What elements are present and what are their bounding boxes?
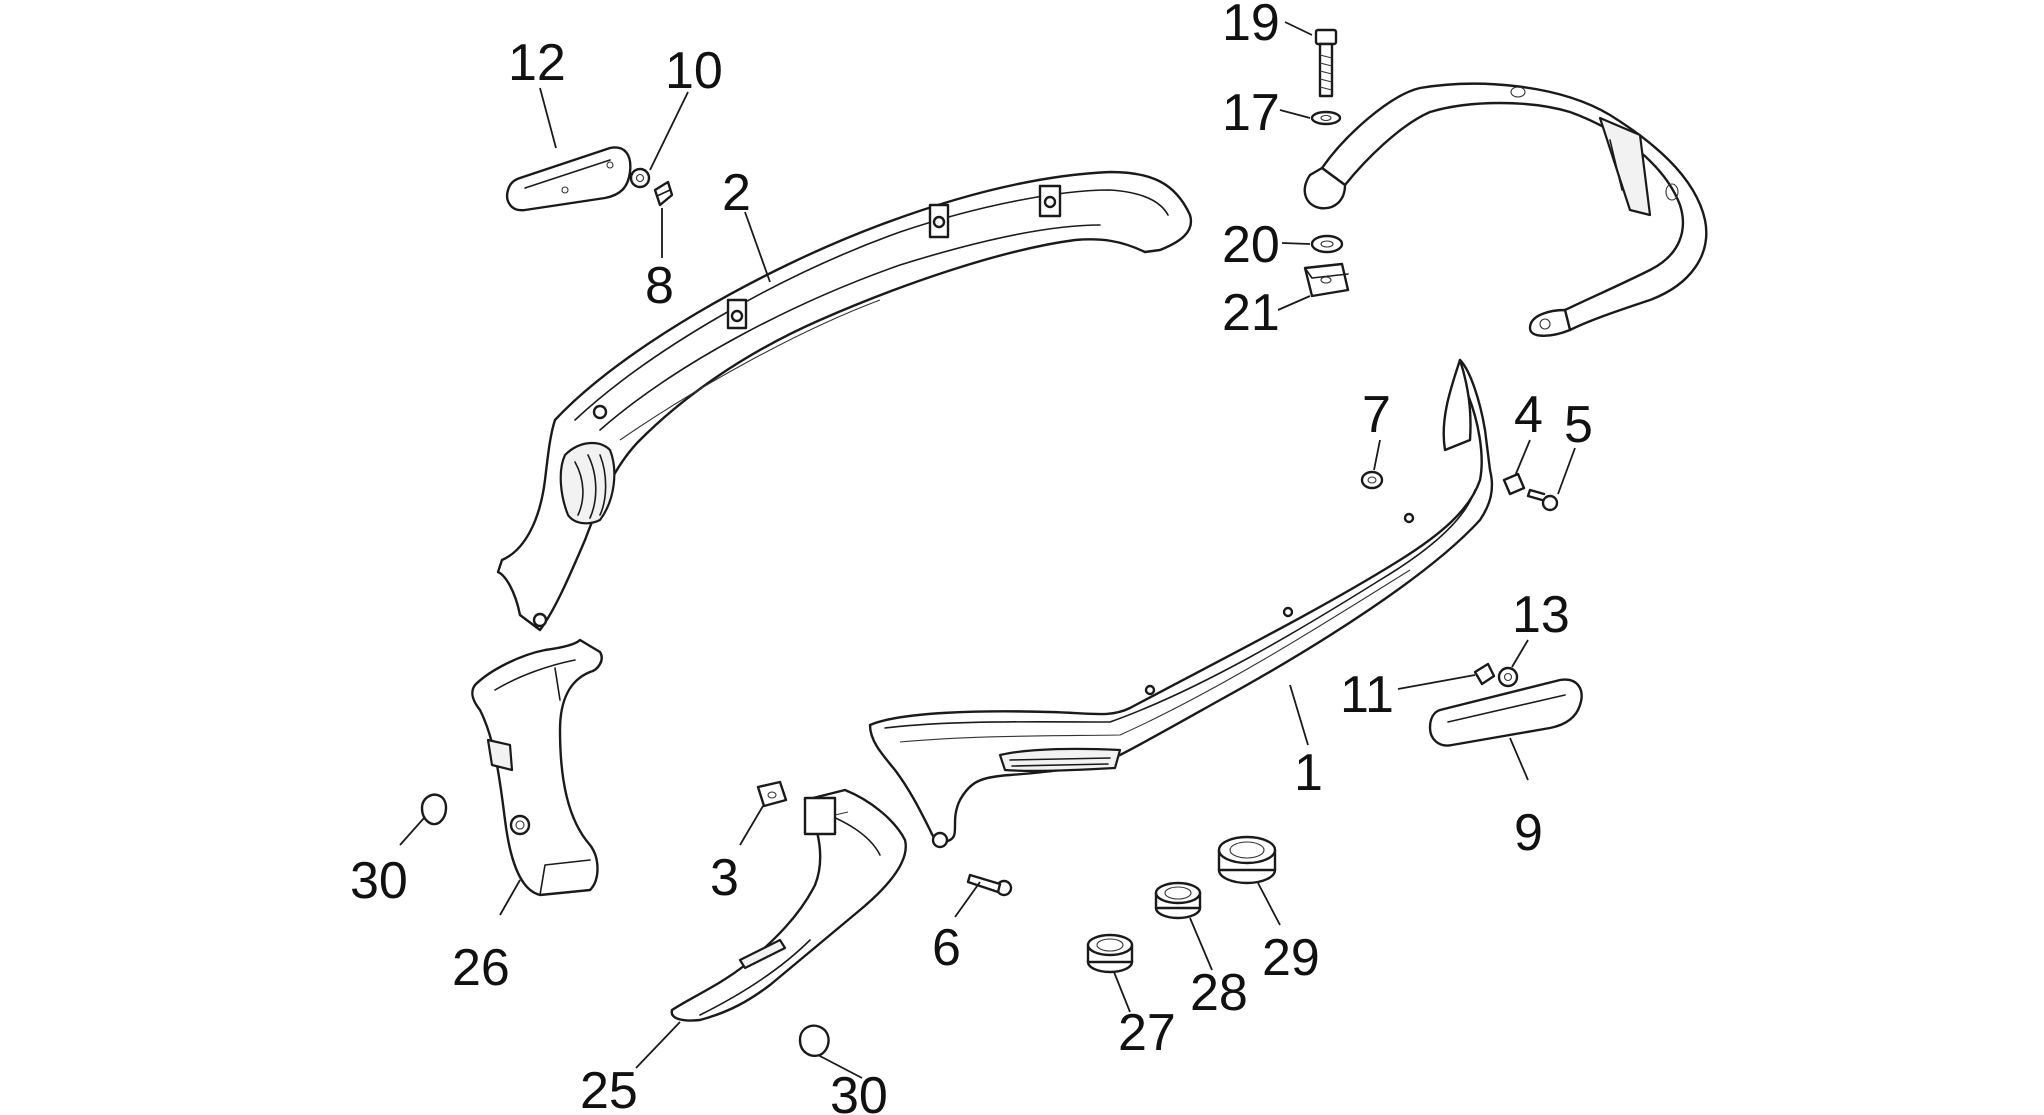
callout-19: 19 — [1222, 0, 1280, 52]
callout-27: 27 — [1118, 1004, 1176, 1062]
callout-6: 6 — [932, 919, 961, 977]
callout-2: 2 — [722, 164, 751, 222]
part-13-washer — [1497, 666, 1519, 688]
part-2-upper-side-panel — [496, 170, 1193, 632]
part-17-washer — [1310, 110, 1342, 126]
part-11-clip — [1473, 662, 1496, 686]
part-29-ring — [1217, 835, 1277, 885]
callout-1: 1 — [1294, 744, 1323, 802]
part-10-washer — [629, 167, 651, 189]
callout-29: 29 — [1262, 929, 1320, 987]
part-30-grommet-left — [420, 793, 448, 826]
callout-11: 11 — [1340, 666, 1394, 724]
part-4-clip-nut — [1502, 472, 1526, 496]
rear-grab-rail — [1303, 82, 1708, 337]
callout-13: 13 — [1512, 586, 1570, 644]
callout-28: 28 — [1190, 964, 1248, 1022]
callout-21: 21 — [1222, 284, 1280, 342]
part-5-screw — [1526, 488, 1559, 512]
callout-20: 20 — [1222, 216, 1280, 274]
part-12-reflector-left — [506, 146, 632, 212]
callout-30-lower: 30 — [830, 1067, 888, 1115]
part-6-screw — [966, 873, 1013, 897]
part-30-grommet-lower — [798, 1024, 830, 1057]
part-27-ring — [1086, 933, 1134, 974]
callout-labels: 12 10 8 2 19 17 20 21 7 4 5 13 11 1 9 30… — [350, 0, 1593, 1115]
part-19-bolt — [1314, 28, 1338, 98]
callout-8: 8 — [645, 257, 674, 315]
callout-25: 25 — [580, 1062, 638, 1115]
part-28-ring — [1154, 881, 1202, 920]
part-3-cage-nut — [756, 780, 788, 808]
callout-10: 10 — [665, 42, 723, 100]
part-9-reflector-right — [1428, 678, 1583, 747]
part-1-lower-side-panel — [868, 358, 1494, 849]
callout-3: 3 — [710, 849, 739, 907]
part-20-washer — [1310, 234, 1344, 254]
callout-26: 26 — [452, 939, 510, 997]
callout-17: 17 — [1222, 84, 1280, 142]
callout-30-left: 30 — [350, 852, 408, 910]
part-21-nut — [1303, 262, 1350, 298]
callout-12: 12 — [508, 34, 566, 92]
part-7-grommet — [1360, 470, 1384, 490]
callout-4: 4 — [1514, 386, 1543, 444]
part-26-rear-corner-panel — [471, 638, 603, 897]
callout-7: 7 — [1362, 386, 1391, 444]
leader-lines — [399, 21, 1576, 1079]
part-25-lower-cover — [670, 788, 907, 1022]
part-8-clip — [653, 180, 674, 207]
callout-5: 5 — [1564, 396, 1593, 454]
callout-9: 9 — [1514, 804, 1543, 862]
